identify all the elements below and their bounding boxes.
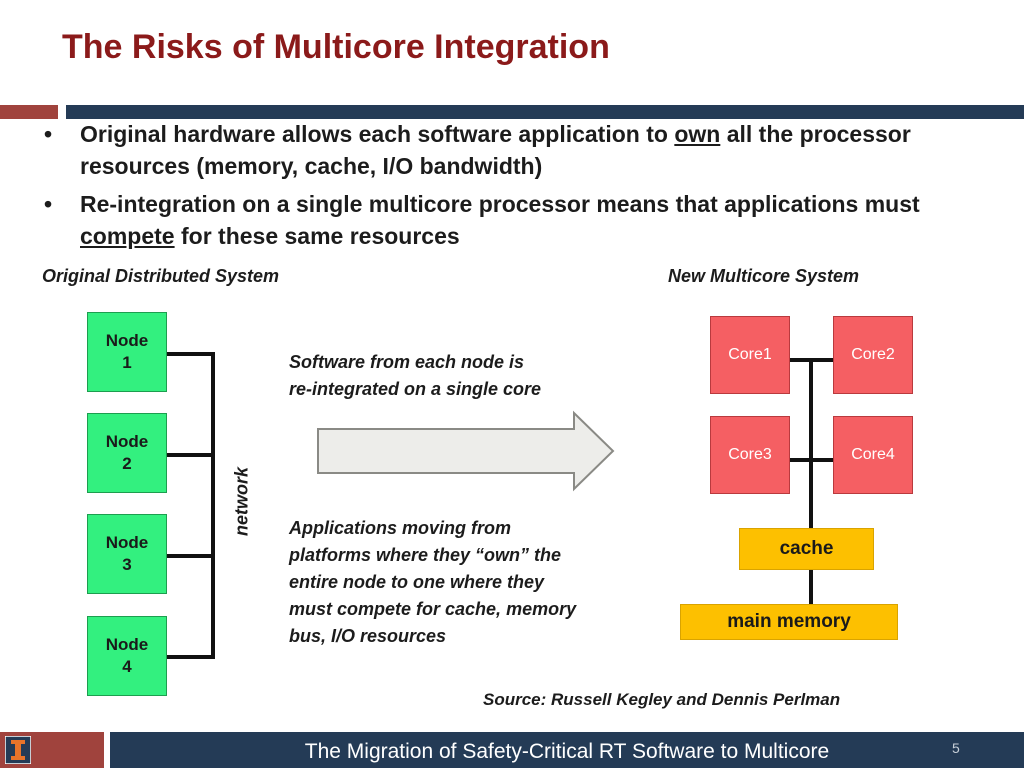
node-number: 3: [122, 555, 132, 574]
core-box: Core3: [710, 416, 790, 494]
node-box: Node 1: [87, 312, 167, 392]
bullet-text: all the processor resources (memory, cac…: [80, 121, 911, 179]
cache-memory-link: [809, 570, 813, 604]
network-label: network: [219, 456, 259, 546]
bullet-item: • Re-integration on a single multicore p…: [44, 188, 994, 252]
note-line: bus, I/O resources: [289, 626, 447, 646]
bullet-emphasis: compete: [80, 223, 175, 249]
arrow-shape: [317, 410, 615, 492]
node-box: Node 4: [87, 616, 167, 696]
header-accent-bar-red: [0, 105, 58, 119]
node-connector: [167, 352, 215, 356]
note-line: Software from each node is: [289, 352, 525, 372]
core-connector: [790, 458, 833, 462]
note-compete: Applications moving from platforms where…: [289, 515, 576, 650]
bullet-text: Re-integration on a single multicore pro…: [80, 191, 920, 217]
note-line: must compete for cache, memory: [289, 599, 577, 619]
right-arrow-icon: [317, 410, 615, 492]
node-number: 1: [122, 353, 132, 372]
original-system-label: Original Distributed System: [42, 266, 280, 286]
multicore-system-label: New Multicore System: [668, 266, 860, 286]
bullet-emphasis: own: [674, 121, 721, 147]
bullet-item: • Original hardware allows each software…: [44, 118, 994, 182]
footer-bar: [110, 732, 1024, 768]
note-line: Applications moving from: [289, 518, 512, 538]
note-line: platforms where they “own” the: [289, 545, 562, 565]
note-reintegration: Software from each node is re-integrated…: [289, 349, 541, 403]
footer-title: The Migration of Safety-Critical RT Soft…: [304, 740, 830, 763]
core-box: Core1: [710, 316, 790, 394]
bullet-marker: •: [44, 191, 53, 217]
core-box: Core4: [833, 416, 913, 494]
source-citation: Source: Russell Kegley and Dennis Perlma…: [483, 690, 841, 709]
bullet-text: for these same resources: [174, 223, 460, 249]
node-label: Node: [105, 635, 149, 654]
note-line: re-integrated on a single core: [289, 379, 542, 399]
bullet-text: Original hardware allows each software a…: [80, 121, 675, 147]
core-box: Core2: [833, 316, 913, 394]
node-label: Node: [105, 432, 149, 451]
node-label: Node: [105, 331, 149, 350]
node-number: 2: [122, 454, 132, 473]
bullet-marker: •: [44, 121, 53, 147]
page-number: 5: [952, 740, 960, 756]
node-connector: [167, 655, 215, 659]
network-label-text: network: [231, 467, 252, 537]
note-line: entire node to one where they: [289, 572, 545, 592]
slide-title: The Risks of Multicore Integration: [62, 28, 610, 66]
node-number: 4: [122, 657, 132, 676]
network-bus: [211, 352, 215, 659]
bullet-list: • Original hardware allows each software…: [44, 118, 994, 258]
node-connector: [167, 453, 215, 457]
cache-box: cache: [739, 528, 874, 570]
main-memory-box: main memory: [680, 604, 898, 640]
node-box: Node 3: [87, 514, 167, 594]
header-accent-bar-blue: [66, 105, 1024, 119]
node-connector: [167, 554, 215, 558]
core-connector: [790, 358, 833, 362]
node-label: Node: [105, 533, 149, 552]
node-box: Node 2: [87, 413, 167, 493]
university-logo-icon: [5, 736, 31, 764]
core-bus: [809, 360, 813, 528]
